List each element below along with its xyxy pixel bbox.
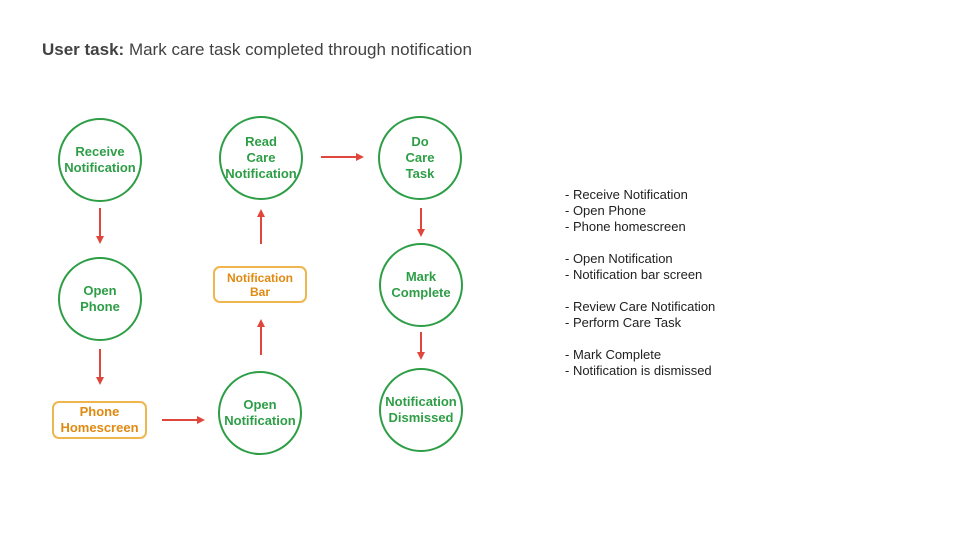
node-mark-complete: Mark Complete xyxy=(379,243,463,327)
step-item: - Perform Care Task xyxy=(565,315,682,330)
node-phone-homescreen: Phone Homescreen xyxy=(52,401,147,439)
node-label: Notification Bar xyxy=(227,270,293,299)
node-label: Read Care Notification xyxy=(225,134,297,181)
step-item: - Phone homescreen xyxy=(565,219,686,234)
node-open-notification: Open Notification xyxy=(218,371,302,455)
page-title: User task: Mark care task completed thro… xyxy=(42,40,472,60)
node-label: Mark Complete xyxy=(391,269,451,300)
node-label: Receive Notification xyxy=(64,144,136,175)
node-label: Phone Homescreen xyxy=(60,404,139,435)
node-label: Do Care Task xyxy=(405,134,435,181)
step-item: - Review Care Notification xyxy=(565,299,716,314)
node-notification-dismissed: Notification Dismissed xyxy=(379,368,463,452)
title-prefix: User task: xyxy=(42,40,125,59)
node-label: Open Phone xyxy=(80,283,120,314)
step-item: - Open Notification xyxy=(565,251,673,266)
step-item: - Notification bar screen xyxy=(565,267,703,282)
steps-group: - Review Care Notification - Perform Car… xyxy=(565,299,715,331)
step-item: - Mark Complete xyxy=(565,347,662,362)
title-text: Mark care task completed through notific… xyxy=(124,40,472,59)
node-receive-notification: Receive Notification xyxy=(58,118,142,202)
node-label: Notification Dismissed xyxy=(385,394,457,425)
steps-group: - Open Notification - Notification bar s… xyxy=(565,251,715,283)
step-item: - Notification is dismissed xyxy=(565,363,712,378)
steps-group: - Receive Notification - Open Phone - Ph… xyxy=(565,187,715,235)
node-open-phone: Open Phone xyxy=(58,257,142,341)
node-do-care-task: Do Care Task xyxy=(378,116,462,200)
steps-group: - Mark Complete - Notification is dismis… xyxy=(565,347,715,379)
node-label: Open Notification xyxy=(224,397,296,428)
steps-list: - Receive Notification - Open Phone - Ph… xyxy=(565,187,715,395)
step-item: - Receive Notification xyxy=(565,187,688,202)
node-notification-bar: Notification Bar xyxy=(213,266,307,303)
node-read-care-notification: Read Care Notification xyxy=(219,116,303,200)
step-item: - Open Phone xyxy=(565,203,646,218)
